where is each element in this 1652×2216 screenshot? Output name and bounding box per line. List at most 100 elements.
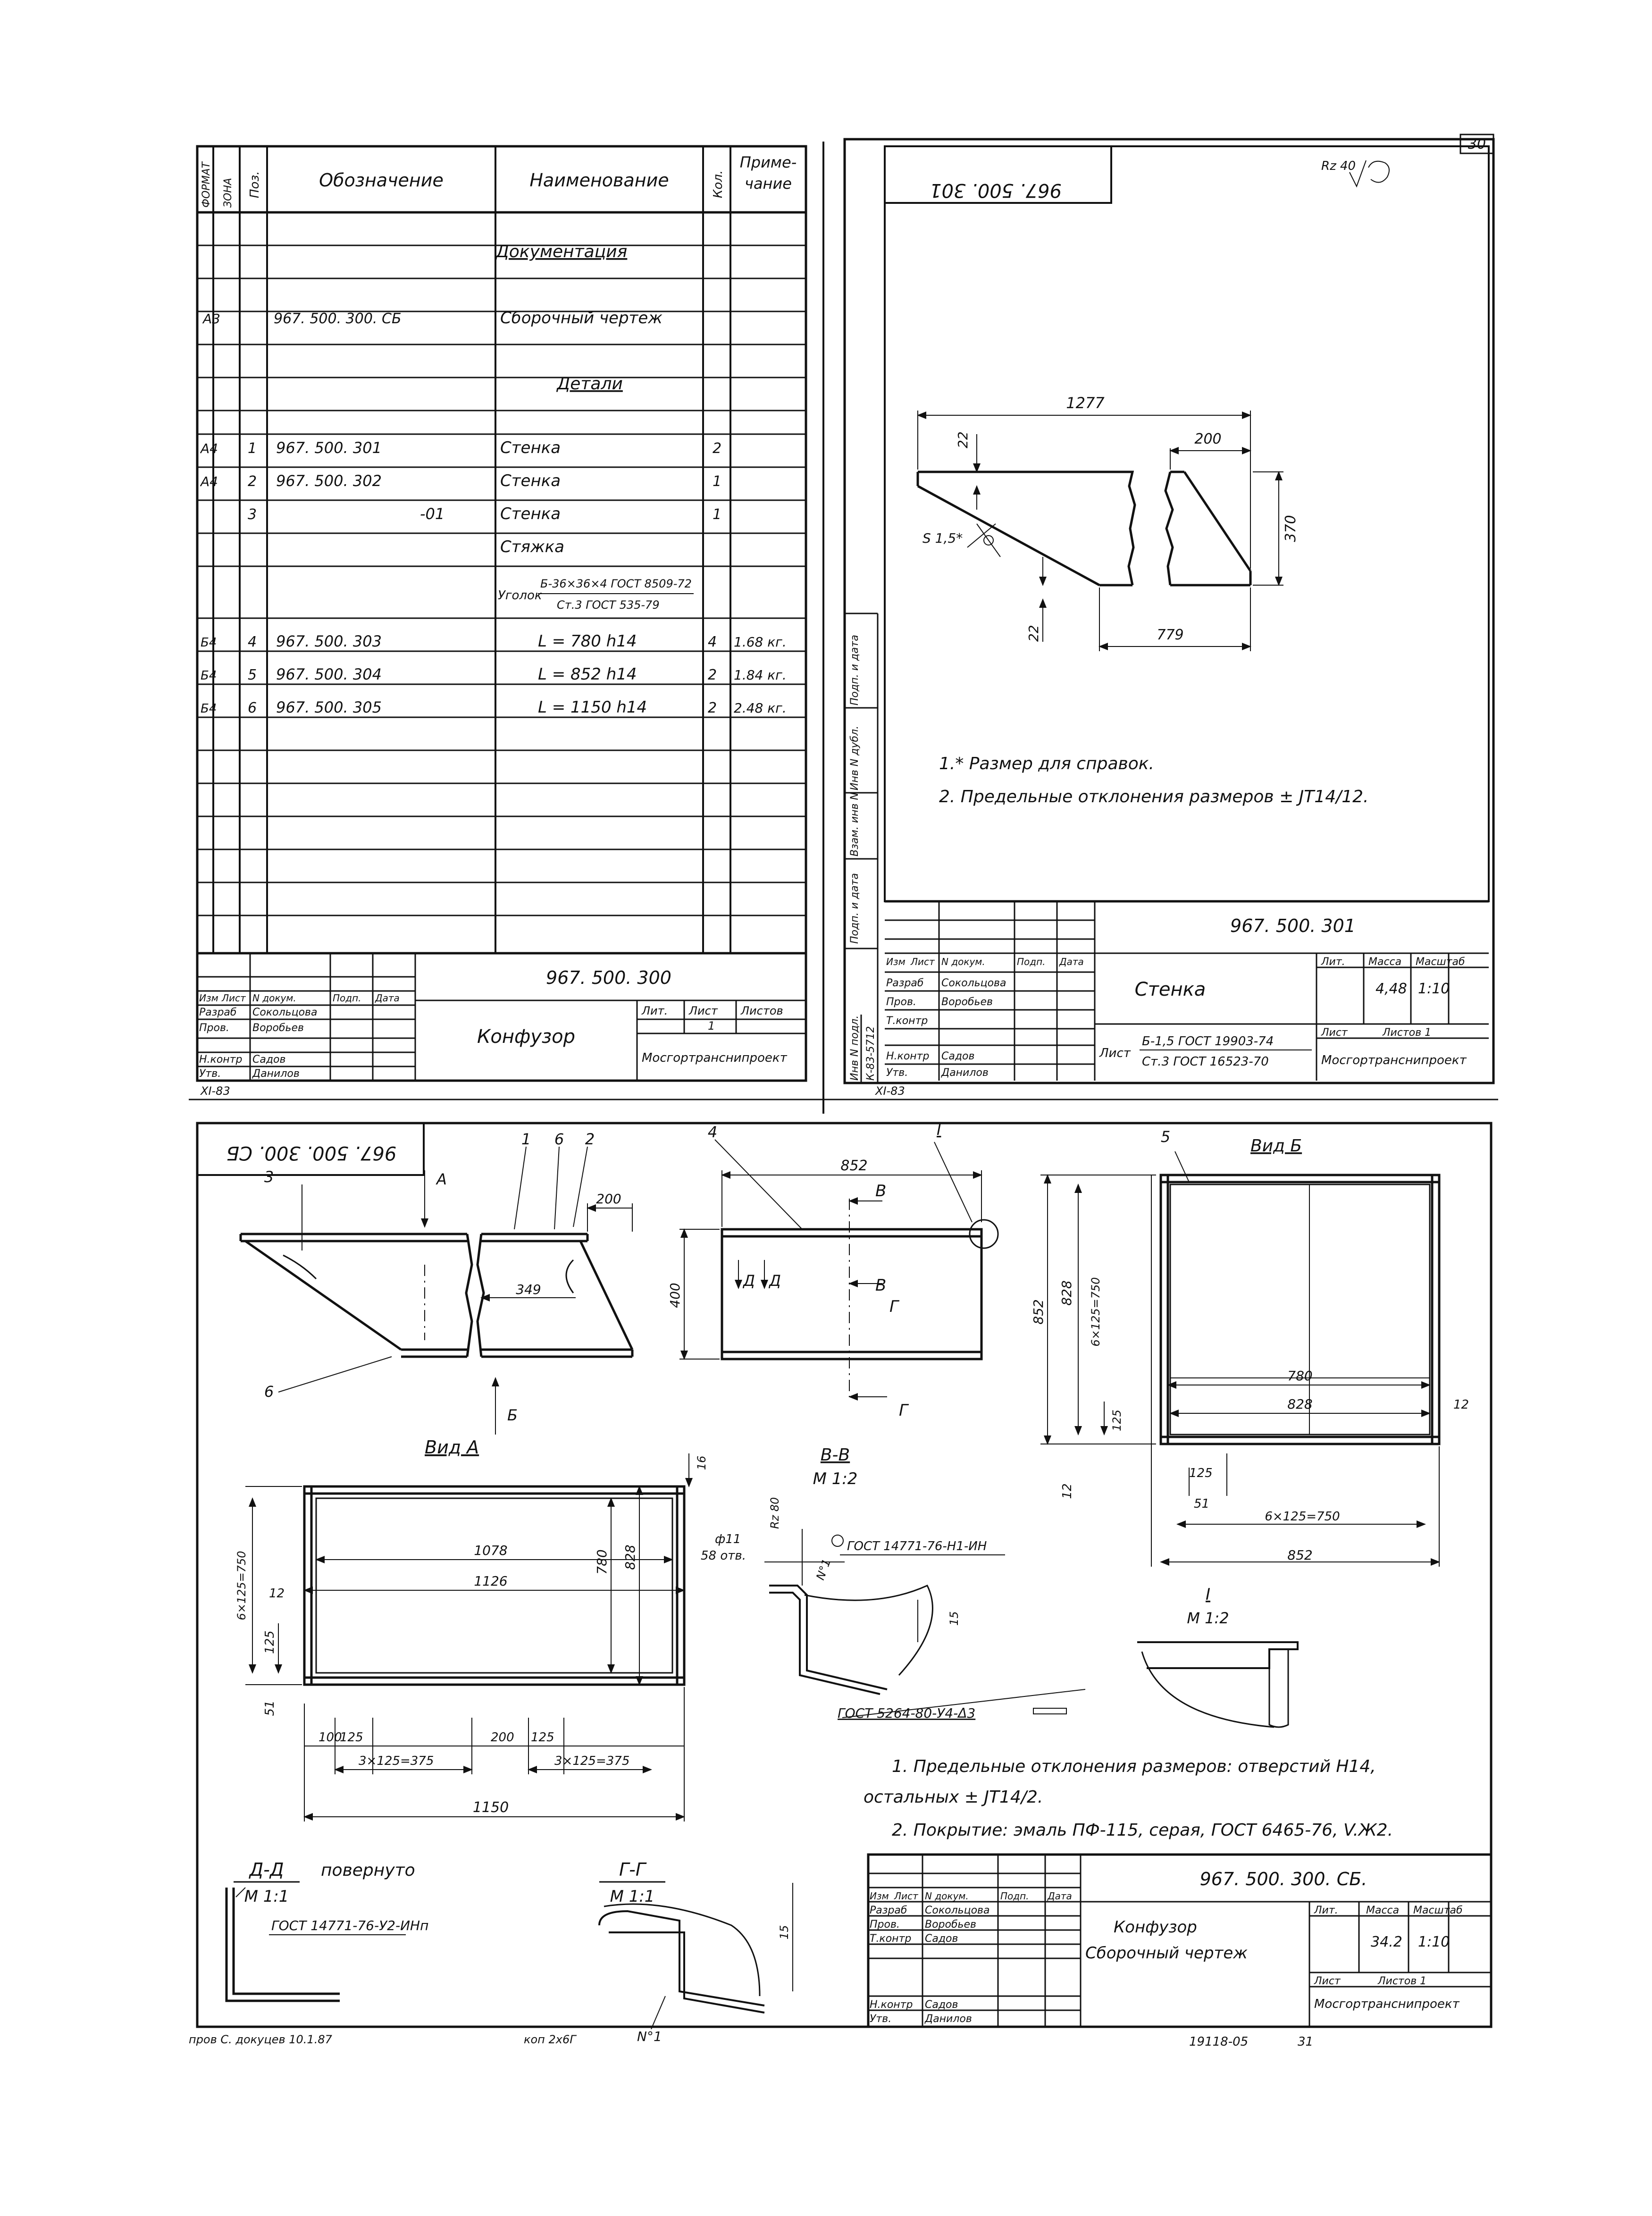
spec-date-code: XI-83 [200,1084,230,1098]
col-pos: Поз. [248,171,262,198]
view-a-16: 16 [695,1456,708,1470]
row-qty: 1 [713,506,721,523]
section-mark-a: А [436,1170,447,1188]
part301-mass: 4,48 [1375,981,1407,997]
section-vv-rz: Rz 80 [768,1497,781,1529]
spec-col-list: Лист [221,992,246,1004]
view-a-12: 12 [269,1586,285,1601]
row-qty: 4 [708,634,717,650]
footer-mid: коп 2х6Г [524,2033,577,2046]
dim-h2: 22 [1026,625,1041,642]
callout-2: 2 [585,1130,595,1148]
footer-sheet: 31 [1298,2035,1313,2049]
assembly-note-2: остальных ± JT14/2. [864,1788,1043,1807]
row-note: 1.84 кг. [734,667,787,683]
dim-h1: 22 [955,431,971,448]
view-b-mid: 828 [1287,1396,1312,1412]
callout-4: 4 [708,1123,717,1141]
col-zone: ЗОНА [222,178,234,208]
part301-designation: 967. 500. 301 [1230,915,1356,936]
assembly-role-2: Пров. [870,1919,900,1931]
row-name: L = 852 h14 [538,665,637,684]
spec-person-3: Садов [252,1054,285,1066]
angle-label: Уголок [498,588,542,603]
weld-spec: ГОСТ 5264-80-У4-Δ3 [838,1705,975,1721]
section-dd-suffix: повернуто [321,1861,415,1880]
row-name: Стенка [500,438,561,457]
assembly-col-date: Дата [1047,1890,1072,1902]
row-name: Стенка [500,471,561,490]
spec-row: А4 1 967. 500. 301 Стенка 2 [200,438,721,457]
spec-col-date: Дата [375,992,400,1004]
row-pos: 2 [248,473,257,490]
section-gg-15: 15 [778,1925,791,1939]
view-a-125: 125 [263,1630,277,1654]
assembly-col-list: Лист [894,1890,919,1902]
roughness-mark: Rz 40 [1321,159,1356,173]
assembly-scale-header: Масштаб [1413,1905,1463,1916]
part301-stamp: 967. 500. 301 [930,179,1062,201]
part301-role-2: Пров. [886,996,916,1008]
view-b-125: 125 [1189,1466,1213,1480]
section-mark-g1: Г [889,1297,900,1316]
view-b-e12b: 12 [1060,1483,1074,1499]
assembly-role-1: Разраб [870,1905,907,1916]
view-b-inner: 780 [1287,1368,1312,1384]
callout-6b: 6 [264,1383,274,1401]
view-b-h828: 828 [1059,1280,1074,1305]
callout-5: 5 [1161,1128,1170,1146]
spec-person-1: Сокольцова [252,1007,317,1018]
row-pos: 3 [248,506,257,523]
spec-role-4: Утв. [199,1068,221,1080]
side-label-2: Подп. и дата [849,873,861,944]
spec-sheet-value: 1 [708,1019,715,1032]
view-b-e125: 125 [1110,1410,1124,1431]
section-gg-no1: N°1 [637,2029,662,2044]
view-a-b200: 200 [491,1730,514,1745]
view-a-title: Вид А [425,1437,479,1458]
row-format: А4 [200,441,218,456]
row-qty: 2 [713,440,721,457]
section-mark-v2: В [875,1276,886,1295]
spec-sheet-header: Лист [688,1004,718,1017]
part301-scale-header: Масштаб [1416,956,1465,968]
view-b-51: 51 [1194,1497,1209,1511]
spec-lit-header: Лит. [641,1004,668,1017]
view-b-e12: 12 [1453,1398,1469,1412]
view-b-title: Вид Б [1250,1136,1302,1156]
part301-col-doc: N докум. [941,956,985,967]
section-vv-holes: 58 отв. [701,1549,746,1563]
assembly-sheet-header: Лист [1314,1975,1341,1987]
row-name: Стенка [500,504,561,523]
view-a-b125b: 125 [531,1730,554,1745]
section-mark-d1: Д [742,1272,755,1290]
assembly-role-3: Т.контр [870,1933,911,1945]
view-a-1150: 1150 [473,1799,509,1816]
row-designation: 967. 500. 301 [276,439,382,457]
spec-row: А4 2 967. 500. 302 Стенка 1 [200,471,721,490]
part301-note-1: 1.* Размер для справок. [939,754,1154,773]
part301-material-bottom: Ст.3 ГОСТ 16523-70 [1142,1055,1269,1069]
spec-row: Б4 6 967. 500. 305 L = 1150 h14 2 2.48 к… [201,698,787,717]
row-note: 1.68 кг. [734,634,787,650]
section-vv-title: В-В [821,1445,850,1465]
col-name: Наименование [529,170,669,191]
assembly-role-5: Утв. [870,2013,891,2025]
view-b-h852: 852 [1031,1299,1046,1324]
assembly-person-5: Данилов [924,2013,972,2025]
dim-852-front: 852 [840,1158,867,1174]
doc-format: А3 [202,311,220,327]
spec-org: Мосгортранснипроект [642,1051,788,1065]
row-designation: 967. 500. 305 [276,698,382,716]
dim-200: 200 [596,1191,621,1207]
assembly-role-4: Н.контр [870,1999,913,2011]
part301-org: Мосгортранснипроект [1321,1053,1467,1067]
row-qty: 1 [713,473,721,490]
view-b-pitch: 6×125=750 [1265,1510,1340,1524]
inventory-number: К-83-5712 [865,1026,877,1081]
part301-person-2: Воробьев [941,996,993,1008]
view-a-b375b: 3×125=375 [554,1754,629,1768]
spec-row: Б4 5 967. 500. 304 L = 852 h14 2 1.84 кг… [201,665,787,684]
detail-mark: I [937,1121,941,1139]
dim-349: 349 [516,1282,541,1297]
